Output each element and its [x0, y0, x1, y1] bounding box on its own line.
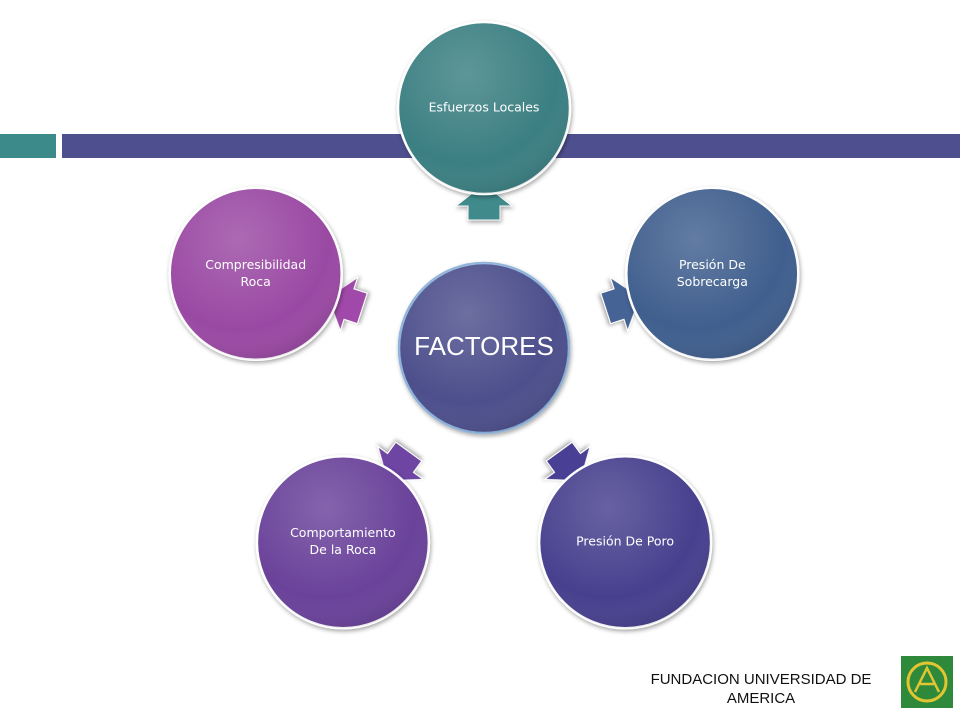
node-shine-esfuerzos-locales — [398, 22, 570, 194]
node-label-comportamiento-roca: De la Roca — [310, 542, 377, 557]
header-bar-accent — [0, 134, 56, 158]
arrow-esfuerzos-locales — [454, 183, 514, 221]
logo-mark — [913, 665, 941, 693]
center-node: FACTORES — [397, 261, 571, 435]
center-label: FACTORES — [414, 331, 554, 361]
footer-line-2: AMERICA — [726, 690, 796, 707]
university-seal-icon — [901, 656, 953, 708]
node-presion-sobrecarga: Presión De Sobrecarga — [625, 186, 800, 362]
node-label-presion-sobrecarga: Presión De — [679, 257, 746, 272]
node-label-esfuerzos-locales: Esfuerzos Locales — [429, 100, 540, 115]
logo-ring — [906, 661, 948, 703]
footer-institution: FUNDACION UNIVERSIDAD DE AMERICA — [636, 670, 886, 708]
footer-line-1: FUNDACION UNIVERSIDAD DE — [650, 671, 872, 688]
node-label-presion-sobrecarga: Sobrecarga — [677, 274, 748, 289]
node-shine-compresibilidad-roca — [169, 187, 342, 360]
node-shine-presion-poro — [539, 456, 712, 629]
node-shine-comportamiento-roca — [256, 456, 429, 629]
node-label-comportamiento-roca: Comportamiento — [290, 525, 396, 540]
node-label-presion-poro: Presión De Poro — [576, 534, 674, 549]
node-label-compresibilidad-roca: Roca — [241, 274, 271, 289]
center-shine — [399, 263, 569, 433]
node-shine-presion-sobrecarga — [626, 187, 799, 360]
logo-background — [901, 656, 953, 708]
node-label-compresibilidad-roca: Compresibilidad — [205, 257, 306, 272]
node-comportamiento-roca: Comportamiento De la Roca — [255, 454, 431, 630]
node-presion-poro: Presión De Poro — [537, 454, 713, 630]
node-esfuerzos-locales: Esfuerzos Locales — [396, 20, 572, 196]
